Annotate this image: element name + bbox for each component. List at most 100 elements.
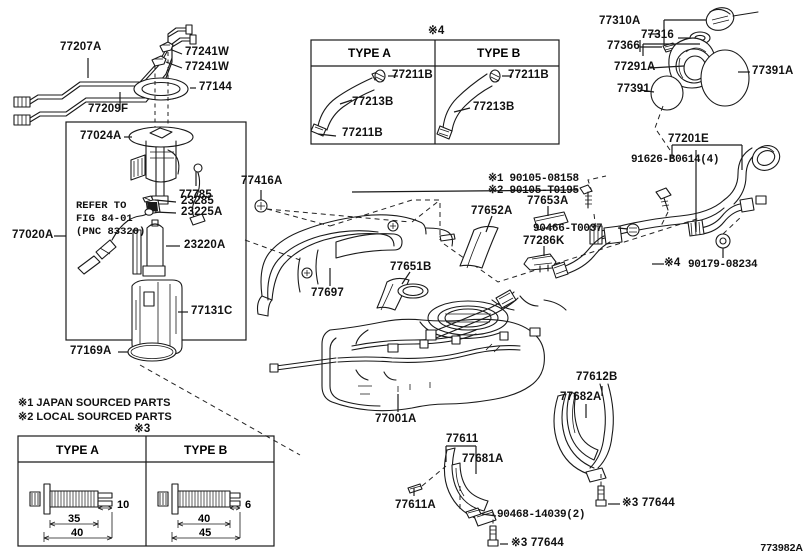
tank-band-right-art [553,383,614,483]
label-77316: 77316 [641,29,674,41]
bolt-b-dim-thread: 40 [198,513,211,525]
label-77391a: 77391A [752,65,794,77]
tank-protector-art [256,214,456,317]
bolt-a-dim-tip: 10 [117,499,130,511]
sheet-watermark: 773982A [760,542,803,554]
bolt-77644-right-art [595,474,607,507]
fuel-filter-case-art [131,279,183,355]
bolt-b-dim-total: 45 [199,527,212,539]
pump-connector-art [77,199,161,275]
tank-pad-77653a-art [533,211,569,231]
label-90105-08158: ※1 90105-08158 [488,173,579,185]
screw-91626-art [655,187,672,229]
fuel-pump-motor-art [132,219,166,277]
label-23220a: 23220A [184,239,226,251]
label-90466-t0037: 90466-T0037 [533,223,603,235]
label-77785: 77785 [179,189,212,201]
filler-cover-art [650,49,750,111]
label-77391: 77391 [617,83,650,95]
label-90105-t0195: ※2 90105-T0195 [488,185,579,197]
nut-90468-art [465,507,482,519]
label-77682a: 77682A [560,391,602,403]
fuel-pump-gasket-art [133,77,189,101]
clip-77416a-art [254,199,411,227]
protector-guide-b [443,217,701,283]
fuel-pump-unit-art [128,126,194,205]
lower-vent-hose-art [425,289,519,341]
label-23225a: 23225A [181,206,223,218]
cap-bracket-line [663,19,706,45]
label-77651b: 77651B [390,261,432,273]
band-pin-left-art [407,483,423,494]
note-local-sourced: ※2 LOCAL SOURCED PARTS [18,411,172,423]
grommet-90179-art [715,215,743,249]
tank-clamp-77286k-art [523,253,557,273]
hose-a-clamp-top: 77211B [392,69,433,81]
tube-clamp-art [151,41,174,67]
label-77644-left: ※3 77644 [511,537,564,549]
hose-type-table-art [310,39,560,145]
hose-table-col-b: TYPE B [477,46,521,60]
label-77169a: 77169A [70,345,112,357]
label-77131c: 77131C [191,305,233,317]
fuel-filter-small-art [142,195,154,203]
bolt-table-col-b: TYPE B [184,443,228,457]
o-ring-small-art [144,208,154,216]
fuel-tank-art [269,283,567,412]
bolt-77644-left-art [487,512,499,547]
label-77681a: 77681A [462,453,504,465]
label-77241w-a: 77241W [185,46,230,58]
label-77310a: 77310A [599,15,641,27]
label-77144: 77144 [199,81,232,93]
bolt-table-col-a: TYPE A [56,443,99,457]
label-77416a: 77416A [241,175,283,187]
label-77612b: 77612B [576,371,618,383]
label-77652a: 77652A [471,205,513,217]
label-77697: 77697 [311,287,344,299]
refer-to-note: REFER TO FIG 84-01 (PNC 83320) [76,200,146,238]
hose-a-hose: 77213B [352,96,394,108]
fuel-cap-art [705,7,759,31]
clip-90466-art [626,223,640,237]
label-77286k: 77286K [523,235,565,247]
label-77207a: 77207A [60,41,102,53]
tank-pad-77652a-art [459,225,499,269]
label-77001a: 77001A [375,413,417,425]
label-77201e: 77201E [668,133,709,145]
label-91626-b0614: 91626-B0614(4) [631,154,720,166]
bolt-table-mark: ※3 [134,423,151,435]
label-23285: 23285 [181,195,214,207]
label-77611a: 77611A [395,499,436,511]
band-pin-guide [421,465,447,487]
label-77611: 77611 [446,433,479,445]
hose-table-mark: ※4 [428,25,445,37]
label-77366: 77366 [607,40,640,52]
bolt-a-dim-thread: 35 [68,513,81,525]
fuel-pump-harness-art [189,163,206,226]
label-90179-08234: 90179-08234 [688,259,758,271]
hose-table-col-a: TYPE A [348,46,391,60]
bolt-guide [593,213,597,231]
hose-b-hose: 77213B [473,101,515,113]
vent-hose-art [551,235,611,279]
bolt-90105-art [579,175,607,209]
label-77209f: 77209F [88,103,129,115]
hose-b-clamp-top: 77211B [508,69,549,81]
label-77241w-b: 77241W [185,61,230,73]
leader-lines [54,33,750,545]
protector-guide-a [329,199,441,240]
label-77653a: 77653A [527,195,569,207]
label-77644-right: ※3 77644 [622,497,675,509]
tank-install-guide [139,364,301,456]
label-mark4-right: ※4 [664,257,681,269]
bolt-a-dim-total: 40 [71,527,84,539]
bolt-type-table-art [17,435,275,547]
label-77024a: 77024A [80,130,122,142]
bolt-b-dim-tip: 6 [245,499,252,511]
label-77291a: 77291A [614,61,656,73]
label-77020a: 77020A [12,229,54,241]
note-japan-sourced: ※1 JAPAN SOURCED PARTS [18,397,171,409]
hose-a-clamp-bottom: 77211B [342,127,383,139]
